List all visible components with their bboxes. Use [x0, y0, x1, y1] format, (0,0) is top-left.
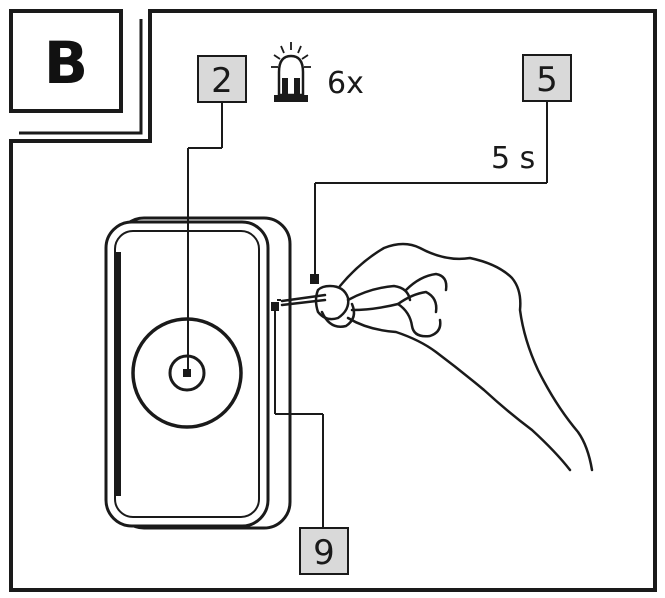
pairing-hole-marker [310, 274, 319, 284]
panel-frame [9, 9, 657, 592]
device [104, 216, 292, 530]
hold-duration-label: 5 s [491, 141, 535, 176]
flash-count-label: 6x [327, 66, 364, 101]
flashing-light-icon [271, 42, 311, 102]
panel-label-box: B [9, 9, 123, 113]
callout-pairing-hole-number: 5 [536, 60, 558, 100]
panel-frame-inner [19, 19, 143, 135]
callout-pairing-hole: 5 [522, 54, 572, 102]
callout-indicator-led: 9 [299, 527, 349, 575]
leader-lines [187, 101, 548, 528]
panel-label: B [44, 29, 88, 97]
hand-with-pin [280, 242, 594, 472]
callout-power-button: 2 [197, 55, 247, 103]
callout-indicator-led-number: 9 [313, 533, 335, 573]
callout-power-button-number: 2 [211, 61, 233, 101]
